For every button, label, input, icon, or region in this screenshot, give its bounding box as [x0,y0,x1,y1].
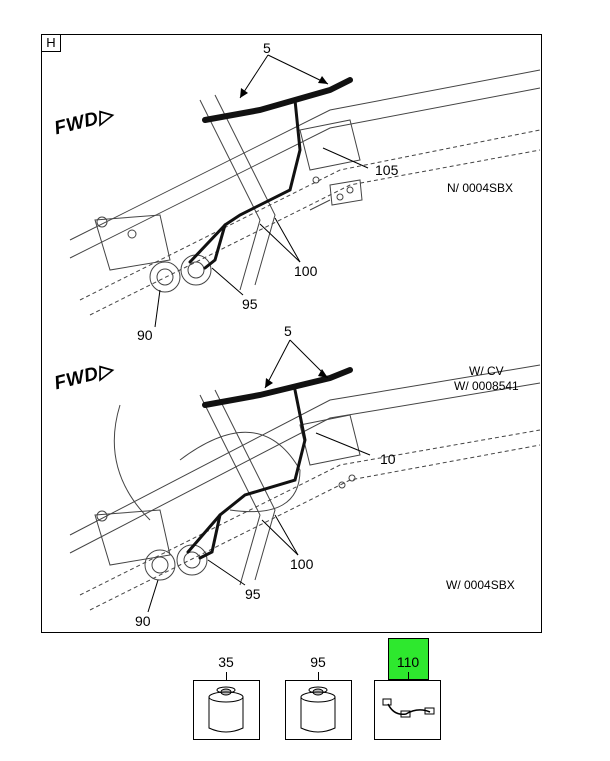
lower-view-note-line2: W/ 0008541 [454,379,519,393]
upper-horn-right [180,254,212,286]
upper-horn-left [149,261,181,293]
upper-view-note: N/ 0004SBX [447,181,514,195]
illustration-frame: H [41,34,542,633]
callout-5-upper[interactable]: 5 [263,40,271,56]
callout-90-upper[interactable]: 90 [137,327,153,343]
part-95-thumbnail[interactable] [285,680,352,740]
lower-frame-rail [69,364,541,536]
part-35-number[interactable]: 35 [218,654,234,670]
lower-horn-left [144,549,176,581]
callout-90-lower[interactable]: 90 [135,613,151,629]
upper-frame-rail [69,69,541,241]
part-110-thumbnail[interactable] [374,680,441,740]
part-95-leader [318,672,319,680]
section-letter: H [42,35,61,52]
part-95-number[interactable]: 95 [310,654,326,670]
lower-view-bottom-note: W/ 0004SBX [446,578,515,592]
callout-95-upper[interactable]: 95 [242,296,258,312]
lower-view-note: W/ CV W/ 0008541 [454,364,519,394]
upper-horn-wire [203,98,302,270]
part-35-leader [226,672,227,680]
callout-105[interactable]: 105 [375,162,399,178]
callout-100-lower[interactable]: 100 [290,556,314,572]
callout-10[interactable]: 10 [380,451,396,467]
callout-5-lower[interactable]: 5 [284,323,292,339]
lower-horn-wire [198,388,307,560]
part-35-thumbnail[interactable] [193,680,260,740]
part-110-number[interactable]: 110 [396,654,420,670]
lower-view-note-line1: W/ CV [469,364,504,378]
callout-95-lower[interactable]: 95 [245,586,261,602]
part-110-leader [408,672,409,680]
callout-100-upper[interactable]: 100 [294,263,318,279]
lower-horn-right [176,544,208,576]
